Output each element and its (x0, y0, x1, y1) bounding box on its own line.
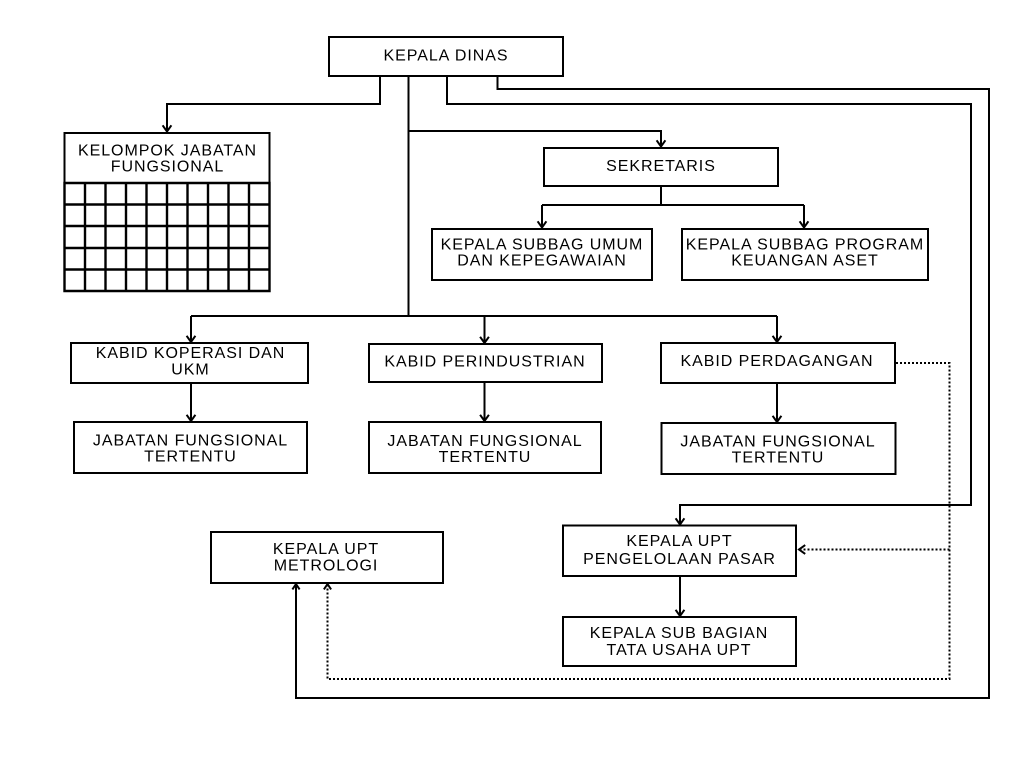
svg-text:KEPALA DINAS: KEPALA DINAS (384, 48, 509, 65)
svg-text:TERTENTU: TERTENTU (732, 450, 825, 467)
svg-text:FUNGSIONAL: FUNGSIONAL (111, 159, 225, 176)
svg-text:UKM: UKM (171, 362, 209, 379)
svg-text:KEUANGAN ASET: KEUANGAN ASET (731, 253, 879, 270)
svg-text:KEPALA UPT: KEPALA UPT (626, 533, 732, 550)
svg-text:JABATAN FUNGSIONAL: JABATAN FUNGSIONAL (680, 434, 875, 451)
svg-text:KEPALA SUBBAG PROGRAM: KEPALA SUBBAG PROGRAM (686, 237, 924, 254)
svg-text:KEPALA SUBBAG UMUM: KEPALA SUBBAG UMUM (441, 237, 644, 254)
svg-text:METROLOGI: METROLOGI (274, 558, 379, 575)
svg-text:KABID KOPERASI DAN: KABID KOPERASI DAN (96, 345, 286, 362)
svg-text:DAN KEPEGAWAIAN: DAN KEPEGAWAIAN (457, 253, 627, 270)
svg-text:TERTENTU: TERTENTU (439, 449, 532, 466)
svg-text:KELOMPOK JABATAN: KELOMPOK JABATAN (78, 143, 257, 160)
svg-text:KABID PERINDUSTRIAN: KABID PERINDUSTRIAN (384, 354, 585, 371)
svg-text:SEKRETARIS: SEKRETARIS (606, 158, 716, 175)
svg-text:KEPALA SUB BAGIAN: KEPALA SUB BAGIAN (590, 625, 769, 642)
svg-text:KEPALA UPT: KEPALA UPT (273, 541, 379, 558)
svg-text:PENGELOLAAN PASAR: PENGELOLAAN PASAR (583, 551, 776, 568)
svg-text:JABATAN FUNGSIONAL: JABATAN FUNGSIONAL (93, 433, 288, 450)
svg-text:TATA USAHA UPT: TATA USAHA UPT (607, 642, 752, 659)
svg-text:TERTENTU: TERTENTU (144, 449, 237, 466)
svg-text:KABID PERDAGANGAN: KABID PERDAGANGAN (680, 353, 873, 370)
svg-text:JABATAN FUNGSIONAL: JABATAN FUNGSIONAL (387, 433, 582, 450)
